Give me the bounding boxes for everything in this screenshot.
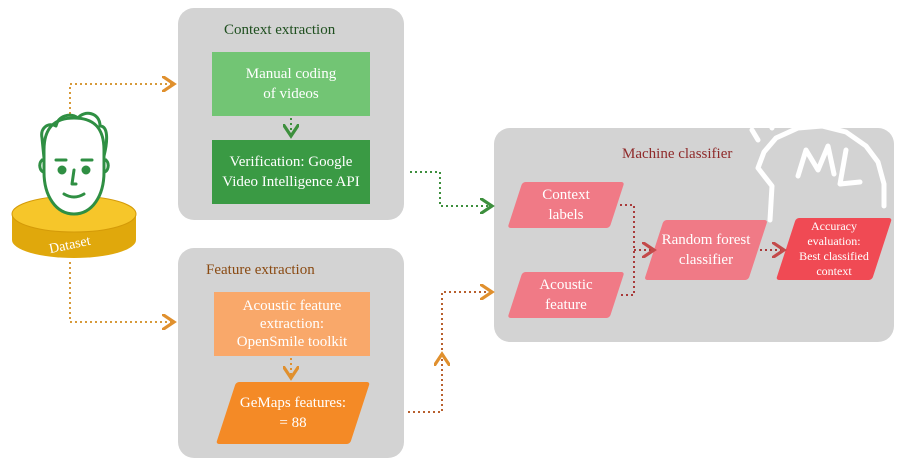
person-face-icon bbox=[38, 111, 110, 216]
context-labels-label: Context labels bbox=[542, 187, 590, 223]
gemaps-features-box: GeMaps features: = 88 bbox=[215, 382, 371, 444]
verification-box: Verification: Google Video Intelligence … bbox=[212, 140, 370, 204]
acoustic-extraction-box: Acoustic feature extraction: OpenSmile t… bbox=[214, 292, 370, 356]
accuracy-label: Accuracy evaluation: Best classified con… bbox=[799, 219, 869, 278]
dataset-label: Dataset bbox=[47, 233, 92, 258]
machine-classifier-title: Machine classifier bbox=[622, 146, 733, 162]
feature-extraction-title: Feature extraction bbox=[206, 262, 315, 278]
acoustic-feature-box: Acoustic feature bbox=[507, 272, 625, 318]
arrow-dataset-to-feature bbox=[69, 262, 172, 322]
arrow-context-to-classifier bbox=[410, 171, 490, 206]
context-labels-box: Context labels bbox=[507, 182, 625, 228]
context-extraction-title: Context extraction bbox=[224, 22, 336, 38]
arrow-gemaps-to-classifier bbox=[408, 356, 442, 413]
gemaps-features-label: GeMaps features: = 88 bbox=[239, 395, 347, 431]
random-forest-label: Random forest classifier bbox=[661, 232, 751, 268]
manual-coding-box: Manual coding of videos bbox=[212, 52, 370, 116]
arrow-feature-to-classifier bbox=[441, 292, 490, 350]
accuracy-box: Accuracy evaluation: Best classified con… bbox=[775, 218, 893, 280]
random-forest-box: Random forest classifier bbox=[644, 220, 768, 280]
acoustic-feature-label: Acoustic feature bbox=[539, 277, 593, 313]
arrow-dataset-to-context bbox=[69, 84, 172, 124]
